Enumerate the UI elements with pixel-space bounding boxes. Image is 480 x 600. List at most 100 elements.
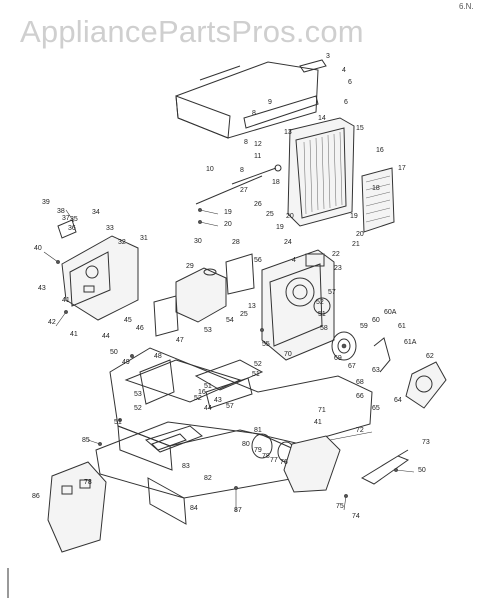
- side-screen: [361, 167, 395, 233]
- part-callout: 44: [204, 405, 212, 412]
- axle-gear: [251, 433, 341, 493]
- part-callout: 37: [62, 215, 70, 222]
- part-callout: 51: [318, 311, 326, 318]
- part-callout: 57: [328, 289, 336, 296]
- part-callout: 4: [342, 67, 346, 74]
- part-callout: 9: [268, 99, 272, 106]
- part-callout: 44: [102, 333, 110, 340]
- part-callout: 66: [356, 393, 364, 400]
- part-callout: 61: [398, 323, 406, 330]
- dash-panel: [57, 219, 139, 321]
- part-callout: 43: [38, 285, 46, 292]
- part-callout: 35: [70, 216, 78, 223]
- grille-assembly: [287, 117, 355, 227]
- brake-disc: [373, 337, 447, 409]
- part-callout: 51: [114, 419, 122, 426]
- part-callout: 52: [134, 405, 142, 412]
- part-callout: 20: [286, 213, 294, 220]
- part-callout: 8: [244, 139, 248, 146]
- part-callout: 4: [292, 257, 296, 264]
- part-callout: 67: [348, 363, 356, 370]
- part-callout: 59: [360, 323, 368, 330]
- part-callout: 19: [224, 209, 232, 216]
- part-callout: 75: [336, 503, 344, 510]
- part-callout: 30: [194, 238, 202, 245]
- part-callout: 77: [270, 457, 278, 464]
- hood-assembly: [175, 59, 327, 139]
- part-callout: 69: [334, 355, 342, 362]
- part-callout: 26: [254, 201, 262, 208]
- part-callout: 24: [284, 239, 292, 246]
- fuel-tank: [175, 267, 227, 323]
- part-callout: 18: [272, 179, 280, 186]
- part-callout: 6: [344, 99, 348, 106]
- part-callout: 20: [224, 221, 232, 228]
- part-callout: 14: [318, 115, 326, 122]
- part-callout: 52: [316, 299, 324, 306]
- part-callout: 28: [232, 239, 240, 246]
- part-callout: 52: [254, 361, 262, 368]
- part-callout: 12: [254, 141, 262, 148]
- part-callout: 18: [372, 185, 380, 192]
- part-callout: 86: [32, 493, 40, 500]
- part-callout: 53: [134, 391, 142, 398]
- part-callout: 21: [352, 241, 360, 248]
- part-callout: 84: [190, 505, 198, 512]
- part-callout: 85: [82, 437, 90, 444]
- part-callout: 87: [234, 507, 242, 514]
- part-callout: 47: [176, 337, 184, 344]
- part-callout: 54: [226, 317, 234, 324]
- part-callout: 38: [57, 208, 65, 215]
- part-callout: 53: [204, 327, 212, 334]
- part-callout: 10: [206, 166, 214, 173]
- fasteners: [56, 208, 398, 498]
- site-watermark: AppliancePartsPros.com: [20, 14, 364, 49]
- part-callout: 49: [122, 359, 130, 366]
- part-callout: 8: [252, 110, 256, 117]
- part-callout: 76: [280, 459, 288, 466]
- part-callout: 64: [394, 397, 402, 404]
- corner-code: 6.N.: [459, 2, 474, 11]
- linkage-rods: [195, 164, 282, 205]
- part-callout: 41: [314, 419, 322, 426]
- part-callout: 79: [254, 447, 262, 454]
- part-callout: 11: [254, 153, 261, 160]
- part-callout: 8: [240, 167, 244, 174]
- part-callout: 81: [254, 427, 262, 434]
- part-callout: 46: [136, 325, 144, 332]
- part-callout: 58: [320, 325, 328, 332]
- part-callout: 60: [372, 317, 380, 324]
- part-callout: 70: [284, 351, 292, 358]
- part-callout: 63: [372, 367, 380, 374]
- part-callout: 36: [68, 225, 76, 232]
- part-callout: 16: [376, 147, 384, 154]
- part-callout: 51: [204, 383, 212, 390]
- part-callout: 68: [356, 379, 364, 386]
- part-callout: 50: [110, 349, 118, 356]
- part-callout: 41: [70, 331, 78, 338]
- part-callout: 25: [240, 311, 248, 318]
- part-callout: 32: [118, 239, 126, 246]
- part-callout: 78: [84, 479, 92, 486]
- pulley-assembly: [331, 331, 357, 361]
- part-callout: 45: [124, 317, 132, 324]
- part-callout: 43: [214, 397, 222, 404]
- part-callout: 55: [262, 341, 270, 348]
- part-callout: 56: [254, 257, 262, 264]
- part-callout: 25: [266, 211, 274, 218]
- engine-block: [261, 249, 335, 361]
- part-callout: 80: [242, 441, 250, 448]
- part-callout: 16: [198, 389, 206, 396]
- part-callout: 48: [154, 353, 162, 360]
- part-callout: 83: [182, 463, 190, 470]
- part-callout: 40: [34, 245, 42, 252]
- part-callout: 39: [42, 199, 50, 206]
- part-callout: 42: [48, 319, 56, 326]
- part-callout: 33: [106, 225, 114, 232]
- part-callout: 51: [252, 371, 260, 378]
- part-callout: 74: [352, 513, 360, 520]
- part-callout: 29: [186, 263, 194, 270]
- shroud-plate: [153, 253, 255, 337]
